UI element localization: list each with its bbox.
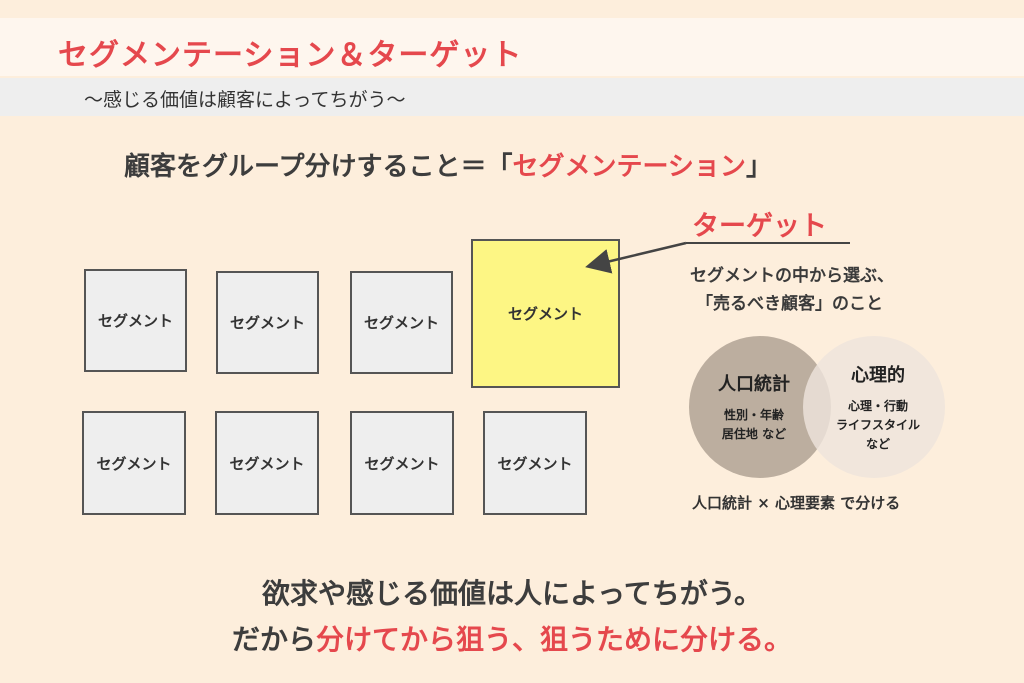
bottom-message-line1: 欲求や感じる価値は人によってちがう。 [261, 577, 763, 610]
segment-box-target: セグメント [471, 239, 620, 388]
venn-demographic-title: 人口統計 [718, 374, 790, 395]
target-desc-line2: 「売るべき顧客」のこと [696, 294, 883, 314]
venn-demographic-line1: 性別・年齢 [723, 408, 784, 422]
target-label: ターゲット [692, 211, 827, 242]
title-band [0, 18, 1024, 76]
venn-circle-psychographic: 心理的 心理・行動 ライフスタイル など [803, 336, 945, 478]
segment-box-2: セグメント [216, 271, 319, 374]
segment-box-8: セグメント [483, 411, 587, 515]
segment-box-1: セグメント [84, 269, 187, 372]
headline-suffix: 」 [745, 152, 772, 182]
venn-psychographic-line3: など [865, 436, 890, 451]
bottom-message-line2: だから分けてから狙う、狙うために分ける。 [0, 618, 1024, 658]
segment-box-6: セグメント [215, 411, 319, 515]
subtitle-band [0, 78, 1024, 116]
main-title: セグメンテーション＆ターゲット [58, 38, 523, 73]
subtitle: 〜感じる価値は顧客によってちがう〜 [84, 89, 406, 111]
headline: 顧客をグループ分けすること＝「セグメンテーション」 [124, 146, 772, 183]
bottom-line2-prefix: だから [231, 623, 316, 656]
headline-prefix: 顧客をグループ分けすること＝「 [124, 152, 513, 182]
segment-box-3: セグメント [350, 271, 453, 374]
venn-circle-demographic: 人口統計 性別・年齢 居住地 など [689, 336, 831, 478]
target-desc-line1: セグメントの中から選ぶ、 [690, 266, 894, 286]
venn-psychographic-title: 心理的 [851, 364, 905, 386]
headline-highlight: セグメンテーション [512, 152, 746, 182]
venn-psychographic-line2: ライフスタイル [835, 417, 920, 432]
venn-caption: 人口統計 × 心理要素 で分ける [692, 494, 901, 512]
venn-psychographic-line1: 心理・行動 [847, 398, 908, 413]
target-underline [686, 242, 850, 244]
target-description: セグメントの中から選ぶ、 「売るべき顧客」のこと [690, 262, 950, 318]
segment-box-7: セグメント [350, 411, 454, 515]
bottom-line2-highlight: 分けてから狙う、狙うために分ける。 [316, 623, 793, 656]
segment-box-5: セグメント [82, 411, 186, 515]
venn-demographic-line2: 居住地 など [721, 427, 787, 441]
